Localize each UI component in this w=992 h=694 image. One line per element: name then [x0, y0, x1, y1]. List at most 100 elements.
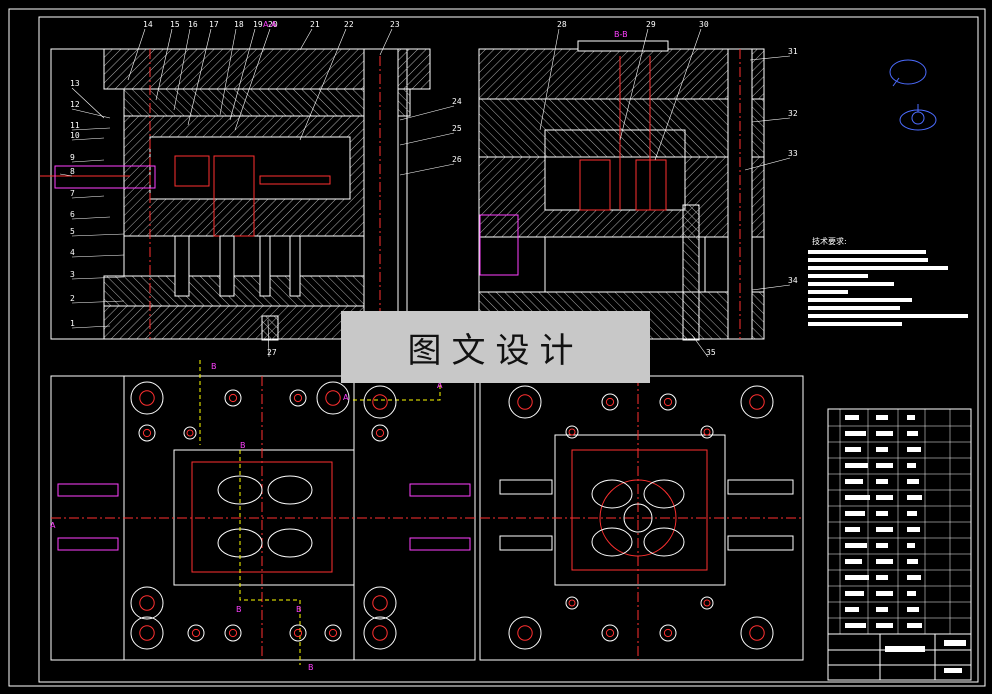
part-number: 23	[390, 20, 400, 29]
technical-requirements: 技术要求:	[808, 236, 968, 326]
part-label: 6	[70, 210, 111, 220]
bolt-hole	[659, 624, 677, 642]
part-label: 34	[751, 276, 798, 291]
view-marker-a-left: A	[50, 521, 56, 530]
bolt-hole	[565, 425, 579, 439]
part-label: 8	[59, 167, 75, 177]
view-marker-b-bottom: B	[308, 663, 314, 672]
view-marker-b-right: B	[296, 605, 302, 614]
title-block	[827, 633, 972, 681]
bolt-hole	[183, 426, 197, 440]
bolt-hole	[224, 389, 242, 407]
part-number: 30	[699, 20, 709, 29]
bolt-hole	[371, 424, 389, 442]
plan-view-fixed-half	[479, 375, 804, 661]
part-label: 7	[70, 189, 105, 199]
part-label: 2	[70, 294, 125, 304]
part-number: 15	[170, 20, 180, 29]
section-label-aa: A-A	[263, 20, 277, 29]
bolt-hole	[130, 381, 164, 415]
part-number: 2	[70, 294, 75, 303]
part-number: 11	[70, 121, 80, 130]
part-label: 4	[70, 248, 125, 258]
inner-frame	[38, 16, 979, 683]
table-row	[828, 559, 971, 571]
part-label: 1	[70, 319, 111, 329]
table-row	[828, 479, 971, 491]
part-label: 10	[70, 131, 105, 141]
part-label: 5	[70, 227, 125, 237]
bolt-hole	[324, 624, 342, 642]
table-row	[828, 623, 971, 635]
part-number: 6	[70, 210, 75, 219]
part-label: 30	[654, 20, 709, 161]
part-number: 28	[557, 20, 567, 29]
table-row	[828, 591, 971, 603]
table-row	[828, 607, 971, 619]
part-label: 21	[299, 20, 320, 51]
bolt-hole	[700, 596, 714, 610]
table-row	[828, 575, 971, 587]
part-label: 25	[399, 124, 462, 146]
table-row	[828, 527, 971, 539]
part-label: 22	[299, 20, 354, 141]
bolt-hole	[289, 389, 307, 407]
table-row	[828, 511, 971, 523]
bolt-hole	[224, 624, 242, 642]
part-number: 8	[70, 167, 75, 176]
part-number: 3	[70, 270, 75, 279]
part-number: 17	[209, 20, 219, 29]
part-label: 14	[127, 20, 153, 81]
section-label-bb: B-B	[614, 30, 628, 39]
part-number: 14	[143, 20, 153, 29]
part-number: 29	[646, 20, 656, 29]
plan-view-moving-half	[50, 360, 476, 665]
bolt-hole	[289, 624, 307, 642]
bolt-hole	[316, 381, 350, 415]
view-marker-b-low: B	[236, 605, 242, 614]
part-number: 4	[70, 248, 75, 257]
part-number: 34	[788, 276, 798, 285]
bolt-hole	[363, 586, 397, 620]
view-marker-a-top: A	[437, 381, 443, 390]
part-label: 15	[155, 20, 180, 101]
part-number: 20	[268, 20, 278, 29]
part-number: 24	[452, 97, 462, 106]
part-label: 3	[70, 270, 125, 280]
part-number: 10	[70, 131, 80, 140]
bolt-hole	[565, 596, 579, 610]
bolt-hole	[508, 616, 542, 650]
view-marker-b-mid: B	[240, 441, 246, 450]
part-number: 9	[70, 153, 75, 162]
part-number: 32	[788, 109, 798, 118]
table-row	[828, 447, 971, 459]
part-label: 16	[173, 20, 198, 111]
outer-frame	[8, 8, 986, 687]
part-label: 28	[539, 20, 567, 131]
part-label: 29	[619, 20, 656, 141]
part-label: 19	[229, 20, 263, 121]
part-number: 13	[70, 79, 80, 88]
part-label: 9	[70, 153, 105, 163]
part-number: 19	[253, 20, 263, 29]
part-number: 16	[188, 20, 198, 29]
part-number: 27	[267, 348, 277, 357]
table-row	[828, 495, 971, 507]
section-view-aa	[40, 48, 431, 341]
table-row	[828, 543, 971, 555]
part-number: 35	[706, 348, 716, 357]
part-number: 31	[788, 47, 798, 56]
part-number: 33	[788, 149, 798, 158]
part-number: 18	[234, 20, 244, 29]
bolt-hole	[187, 624, 205, 642]
bolt-hole	[138, 424, 156, 442]
part-number: 7	[70, 189, 75, 198]
part-label: 23	[379, 20, 400, 56]
part-label: 27	[267, 319, 277, 358]
bolt-hole	[601, 624, 619, 642]
bolt-hole	[700, 425, 714, 439]
part-number: 26	[452, 155, 462, 164]
part-label: 31	[749, 47, 798, 61]
